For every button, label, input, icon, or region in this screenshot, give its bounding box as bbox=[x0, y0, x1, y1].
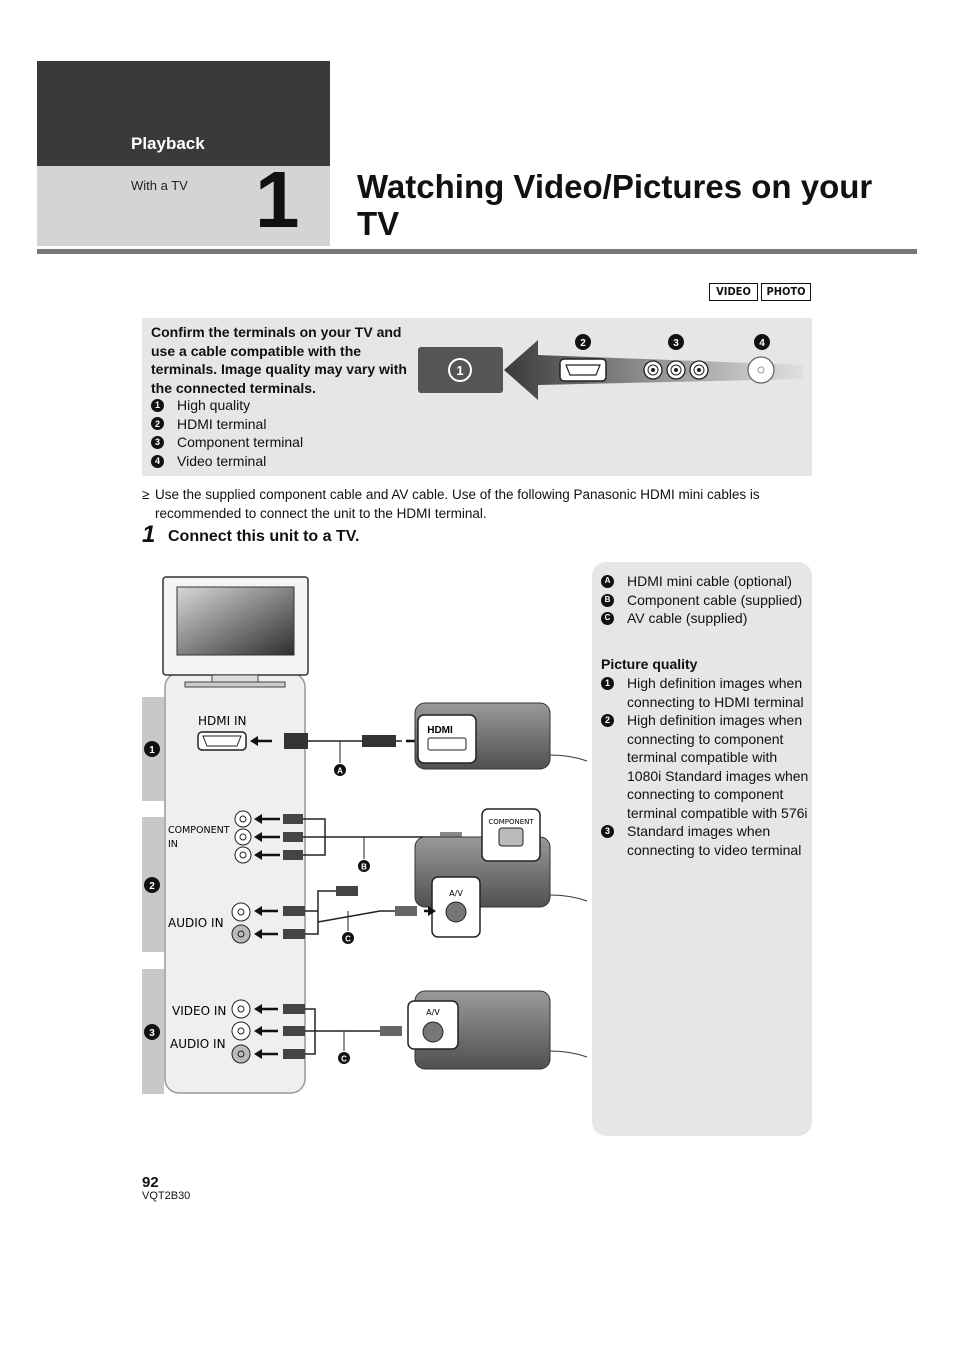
header-subsection-bar bbox=[37, 166, 330, 246]
svg-text:3: 3 bbox=[673, 338, 679, 349]
list-item-label: High quality bbox=[177, 397, 251, 414]
step-number: 1 bbox=[142, 521, 156, 548]
tv-component-ports bbox=[234, 810, 252, 864]
list-item-label: High definition images when connecting t… bbox=[627, 712, 809, 821]
camcorder-1: HDMI bbox=[414, 702, 588, 770]
list-item: 1 High quality bbox=[151, 396, 303, 415]
list-item-label: Video terminal bbox=[177, 452, 267, 469]
number-badge bbox=[668, 334, 684, 350]
usage-note-text: Use the supplied component cable and AV … bbox=[155, 487, 760, 521]
row-number-1: 1 bbox=[149, 745, 155, 756]
number-badge: 3 bbox=[601, 825, 614, 838]
camera-hdmi-label: HDMI bbox=[427, 725, 453, 736]
list-item: B Component cable (supplied) bbox=[601, 591, 811, 610]
row-number-2: 2 bbox=[149, 881, 155, 892]
number-badge: 1 bbox=[151, 398, 164, 412]
connection-diagram: 1 2 3 HDMI IN A HDMI COMPONENT IN bbox=[142, 576, 588, 1094]
high-quality-box bbox=[418, 347, 503, 393]
header-rule bbox=[37, 249, 917, 254]
list-item-label: AV cable (supplied) bbox=[627, 610, 748, 626]
list-item: 1 High definition images when connecting … bbox=[601, 674, 811, 711]
subsection-title: With a TV bbox=[131, 178, 188, 193]
component-ports-icon bbox=[643, 360, 709, 380]
number-badge: 4 bbox=[151, 454, 164, 468]
page-title: Watching Video/Pictures on your TV bbox=[357, 168, 873, 242]
terminal-list: 1 High quality 2 HDMI terminal 3 Component … bbox=[151, 396, 303, 470]
quality-arrow-graphic: 1 2 3 4 bbox=[418, 334, 803, 400]
number-badge: 3 bbox=[151, 435, 164, 449]
list-item-label: High definition images when connecting t… bbox=[627, 675, 804, 710]
number-badge bbox=[754, 334, 770, 350]
letter-badge: C bbox=[601, 612, 614, 625]
cable-letter-a: A bbox=[337, 767, 343, 776]
component-in-label-2: IN bbox=[168, 839, 178, 850]
list-item-label: Standard images when connecting to video… bbox=[627, 823, 802, 858]
hdmi-port-icon bbox=[559, 358, 607, 382]
number-badge: 1 bbox=[601, 677, 614, 690]
letter-badge: A bbox=[601, 575, 614, 588]
video-mode-badge: VIDEO bbox=[709, 283, 758, 301]
hdmi-in-label: HDMI IN bbox=[198, 714, 247, 728]
page-number: 92 bbox=[142, 1174, 159, 1191]
list-item: 3 Component terminal bbox=[151, 433, 303, 452]
list-item: A HDMI mini cable (optional) bbox=[601, 572, 811, 591]
cable-letter-c-2: C bbox=[341, 1055, 347, 1064]
cable-letter-c: C bbox=[345, 935, 351, 944]
usage-note: ≥ Use the supplied component cable and A… bbox=[142, 485, 822, 523]
list-item: 4 Video terminal bbox=[151, 452, 303, 471]
letter-badge: B bbox=[601, 593, 614, 607]
number-badge bbox=[448, 358, 472, 382]
picture-quality-heading: Picture quality bbox=[601, 656, 698, 672]
audio-in-label: AUDIO IN bbox=[168, 916, 224, 930]
legend-panel bbox=[592, 562, 812, 1136]
tv-illustration bbox=[162, 576, 309, 1094]
camera-component-label: COMPONENT bbox=[488, 818, 534, 826]
cable-legend: A HDMI mini cable (optional) B Component c… bbox=[601, 572, 811, 628]
number-badge-text: 1 bbox=[456, 363, 463, 378]
row-number-3: 3 bbox=[149, 1028, 155, 1039]
list-item: 2 HDMI terminal bbox=[151, 415, 303, 434]
camera-av-label-2: A/V bbox=[426, 1008, 440, 1017]
list-item-label: Component cable (supplied) bbox=[627, 591, 803, 608]
step-text: Connect this unit to a TV. bbox=[168, 528, 360, 545]
camera-av-label: A/V bbox=[449, 889, 463, 898]
section-title: Playback bbox=[131, 134, 205, 153]
component-in-label: COMPONENT bbox=[168, 825, 230, 836]
terminal-info-box bbox=[142, 318, 812, 476]
svg-text:2: 2 bbox=[580, 338, 586, 349]
list-item-label: HDMI terminal bbox=[177, 415, 267, 432]
number-badge: 2 bbox=[601, 714, 614, 727]
chapter-number: 1 bbox=[255, 155, 300, 244]
header-section-bar bbox=[37, 61, 330, 166]
svg-text:4: 4 bbox=[759, 338, 765, 349]
list-item: 2 High definition images when connecting … bbox=[601, 711, 811, 822]
video-in-label: VIDEO IN bbox=[172, 1004, 226, 1018]
list-item-label: Component terminal bbox=[177, 434, 304, 451]
number-badge: 2 bbox=[151, 417, 164, 431]
list-item: 3 Standard images when connecting to vide… bbox=[601, 822, 811, 859]
photo-mode-badge: PHOTO bbox=[761, 283, 811, 301]
audio-in-label-2: AUDIO IN bbox=[170, 1037, 226, 1051]
list-item: C AV cable (supplied) bbox=[601, 609, 811, 628]
bullet-mark: ≥ bbox=[142, 487, 150, 502]
cable-letter-b: B bbox=[361, 863, 367, 872]
document-code: VQT2B30 bbox=[142, 1190, 191, 1202]
camcorder-2: COMPONENT A/V bbox=[414, 808, 588, 938]
camcorder-3: A/V bbox=[407, 990, 588, 1070]
terminal-intro-text: Confirm the terminals on your TV and use… bbox=[151, 324, 407, 396]
list-item-label: HDMI mini cable (optional) bbox=[627, 573, 792, 589]
number-badge bbox=[575, 334, 591, 350]
